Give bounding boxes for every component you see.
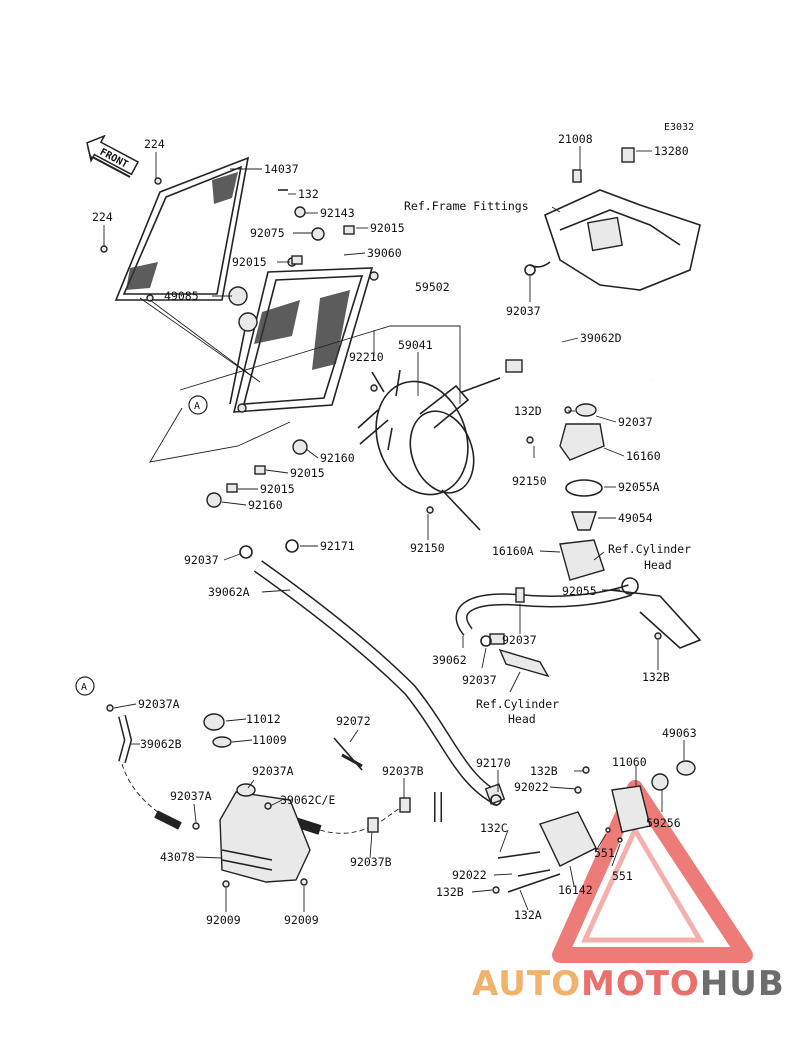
svg-text:A: A [81,682,87,693]
front-arrow-icon: FRONT [86,134,140,178]
label-43078: 43078 [160,850,195,864]
label-92037-a: 92037 [506,304,541,318]
label-92075: 92075 [250,226,285,240]
label-92160-a: 92160 [320,451,355,465]
label-49054: 49054 [618,511,653,525]
radiator-screen [100,156,250,301]
label-16160: 16160 [626,449,661,463]
label-132A: 132A [514,908,542,922]
label-92037-d: 92037 [502,633,537,647]
label-132B-b: 132B [530,764,558,778]
label-head-1: Head [644,558,672,572]
label-92009-a: 92009 [206,913,241,927]
label-39062B: 39062B [140,737,182,751]
watermark-triangle [552,780,753,963]
label-92037A-c: 92037A [170,789,212,803]
label-16142: 16142 [558,883,593,897]
label-92055: 92055 [562,584,597,598]
label-92037-e: 92037 [462,673,497,687]
label-92143: 92143 [320,206,355,220]
radiator [146,189,379,508]
watermark-logo: AUTOMOTOHUB [472,964,785,1004]
label-132B-a: 132B [642,670,670,684]
label-92170: 92170 [476,756,511,770]
label-92160-b: 92160 [248,498,283,512]
label-92072: 92072 [336,714,371,728]
label-92150-b: 92150 [410,541,445,555]
label-92037A-a: 92037A [138,697,180,711]
leader-lines [103,146,685,912]
label-92009-b: 92009 [284,913,319,927]
callout-a-top: A [188,395,208,415]
label-39060: 39060 [367,246,402,260]
label-92037-b: 92037 [618,415,653,429]
callout-a-bottom: A [75,676,95,696]
clamps [239,264,536,806]
label-59256: 59256 [646,816,681,830]
label-21008: 21008 [558,132,593,146]
part-labels: E3032 224 14037 132 92143 224 92075 9201… [92,122,697,927]
label-59502: 59502 [415,280,450,294]
water-pump-group [484,760,696,894]
label-92037B-b: 92037B [350,855,392,869]
label-11012: 11012 [246,712,281,726]
label-39062A: 39062A [208,585,250,599]
label-224-left: 224 [92,210,113,224]
thermostat-group [489,403,702,678]
label-92015-d: 92015 [260,482,295,496]
watermark-auto: AUTO [472,964,581,1004]
label-92210: 92210 [349,350,384,364]
reservoir-tank [106,704,411,888]
label-ref-frame-fittings: Ref.Frame Fittings [404,199,529,213]
label-head-2: Head [508,712,536,726]
label-13280: 13280 [654,144,689,158]
label-92037-c: 92037 [184,553,219,567]
watermark-hub: HUB [700,964,785,1004]
label-ref-cylinder-2: Ref.Cylinder [476,697,559,711]
watermark-moto: MOTO [581,964,700,1004]
label-92150-a: 92150 [512,474,547,488]
label-132C: 132C [480,821,508,835]
label-14037: 14037 [264,162,299,176]
label-16160A: 16160A [492,544,534,558]
label-39062D: 39062D [580,331,622,345]
label-132D: 132D [514,404,542,418]
fan-assembly [357,359,534,531]
label-92037A-b: 92037A [252,764,294,778]
label-92015-a: 92015 [370,221,405,235]
label-39062CE: 39062C/E [280,793,335,807]
label-551-b: 551 [612,869,633,883]
label-49063: 49063 [662,726,697,740]
svg-text:A: A [194,401,200,412]
label-92022-a: 92022 [514,780,549,794]
label-132: 132 [298,187,319,201]
label-11009: 11009 [252,733,287,747]
label-551-a: 551 [594,846,615,860]
label-92055A: 92055A [618,480,660,494]
label-92171: 92171 [320,539,355,553]
label-92015-b: 92015 [232,255,267,269]
label-11060: 11060 [612,755,647,769]
label-132B-c: 132B [436,885,464,899]
svg-text:AUTOMOTOHUB: AUTOMOTOHUB [472,964,785,1004]
label-92022-b: 92022 [452,868,487,882]
label-59041: 59041 [398,338,433,352]
label-ref-cylinder-1: Ref.Cylinder [608,542,691,556]
label-224-top: 224 [144,137,165,151]
label-39062: 39062 [432,653,467,667]
label-49085: 49085 [164,289,199,303]
diagram-code: E3032 [664,122,694,133]
frame-fittings [529,147,701,291]
label-92015-c: 92015 [290,466,325,480]
label-92037B-a: 92037B [382,764,424,778]
